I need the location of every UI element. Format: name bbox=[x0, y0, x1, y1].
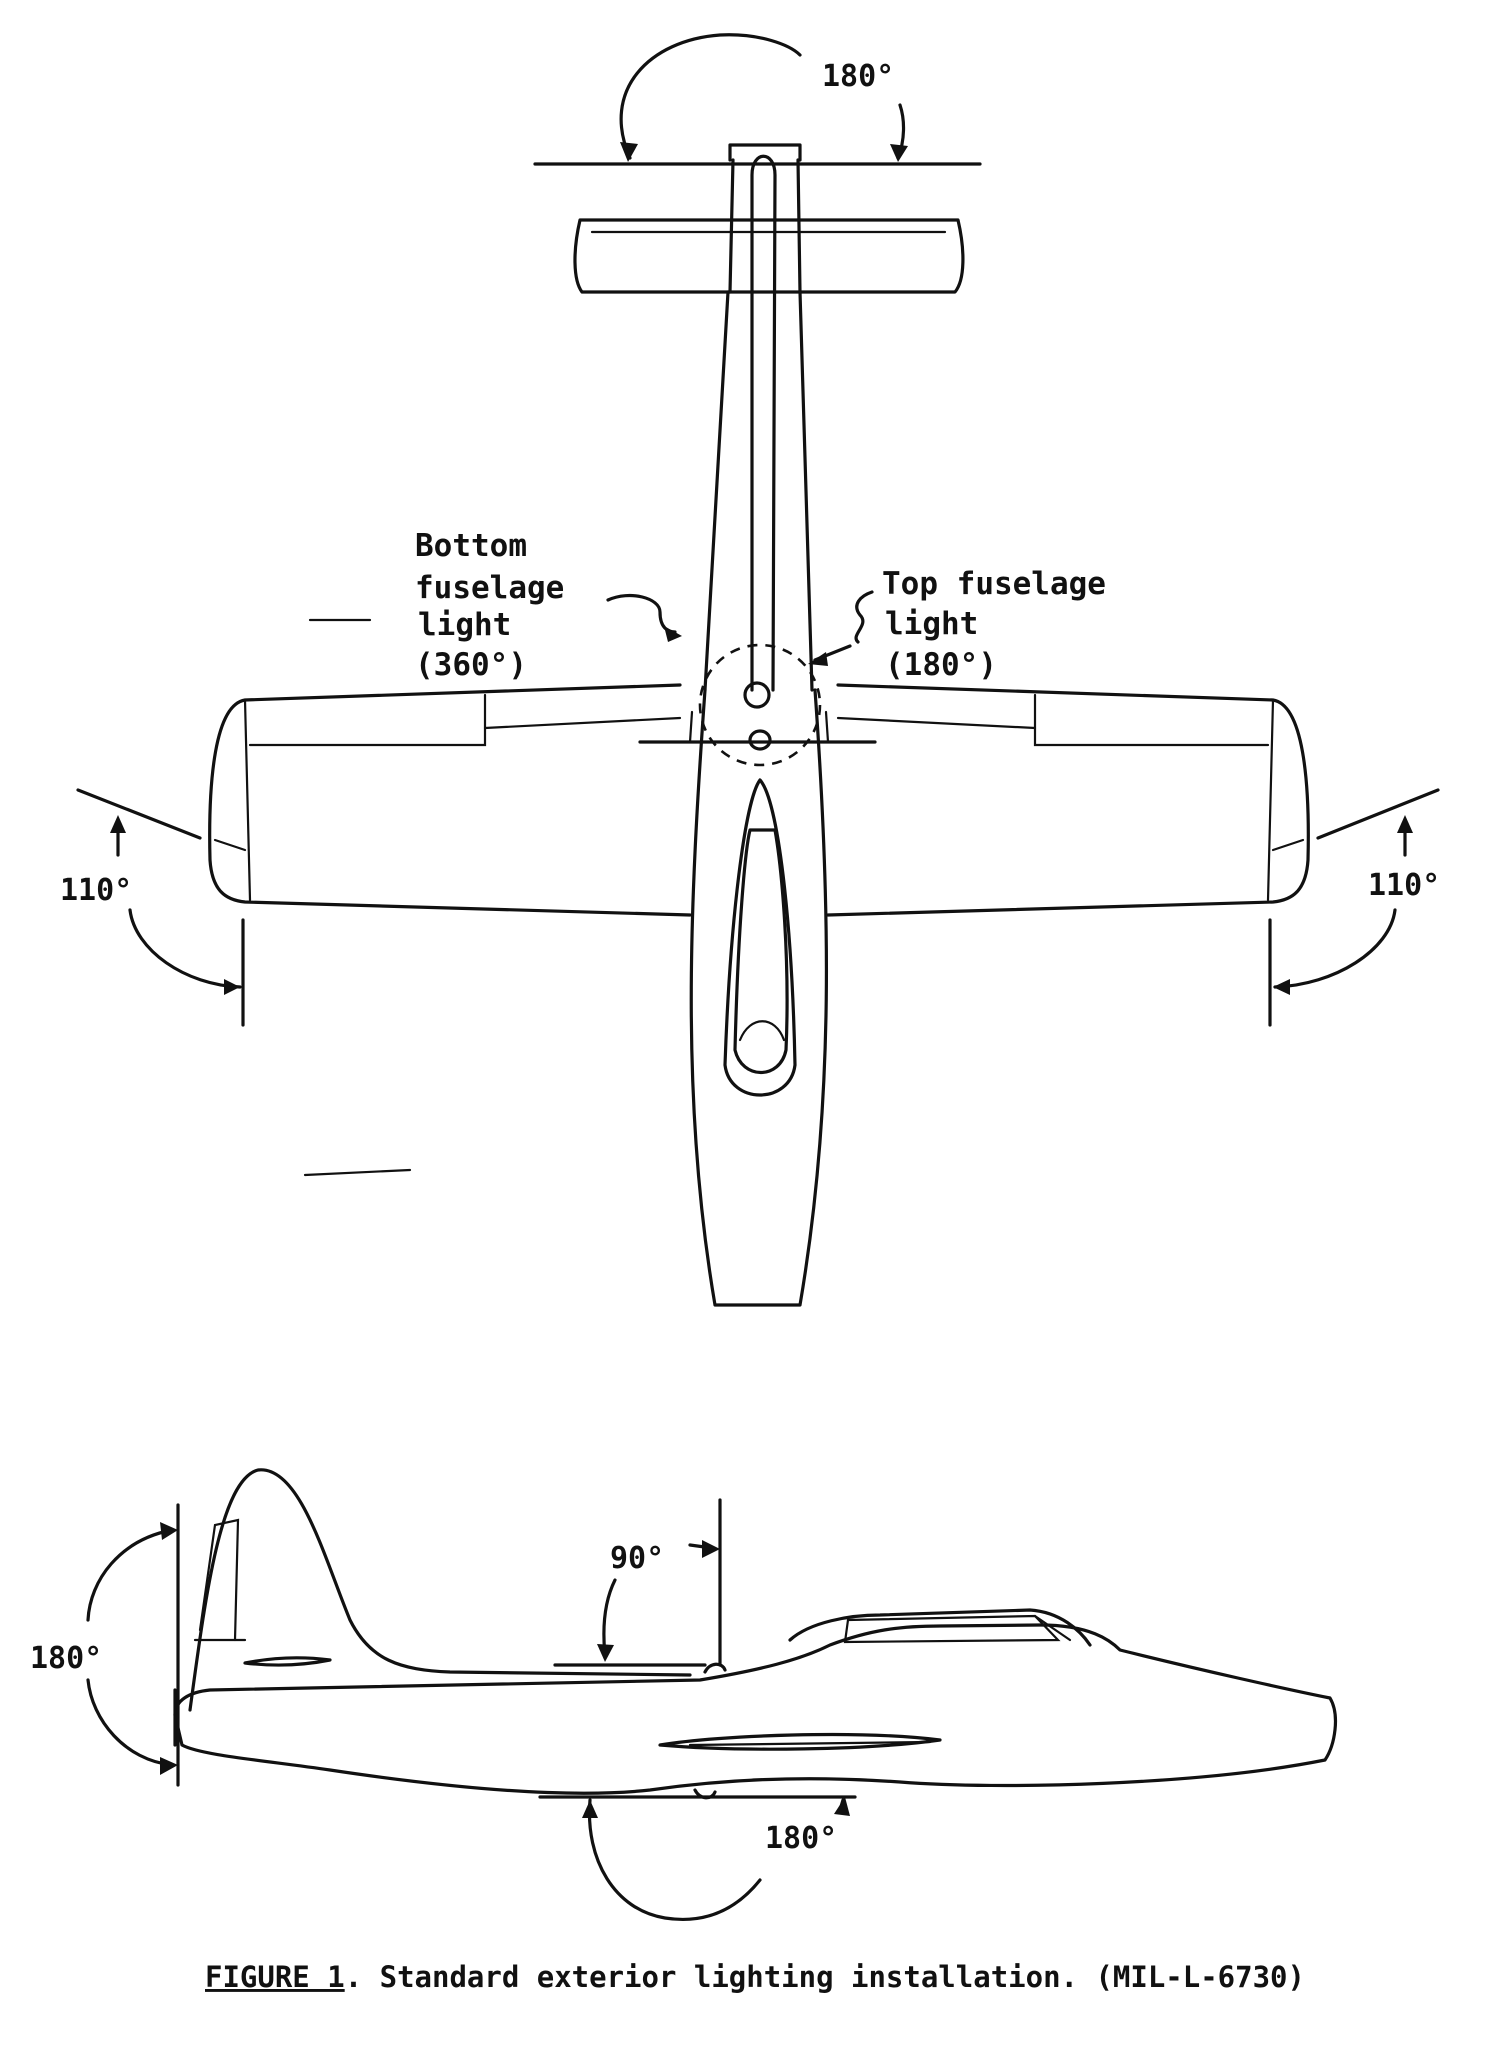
side-canopy-bow bbox=[1033, 1614, 1072, 1642]
top-light-label-3: (180°) bbox=[885, 647, 997, 683]
left-arrow-head bbox=[224, 979, 240, 995]
right-angle-arc bbox=[1273, 908, 1397, 989]
side-stabilizer bbox=[243, 1656, 332, 1667]
light-callouts bbox=[606, 590, 874, 666]
side-canopy bbox=[788, 1608, 1092, 1647]
right-flap-line bbox=[836, 716, 1037, 730]
top-light-label-2: light bbox=[885, 606, 978, 642]
canopy-frame bbox=[738, 1020, 786, 1042]
side-tail-arrow-top bbox=[160, 1522, 178, 1540]
side-tail-arrow-bottom bbox=[160, 1757, 178, 1775]
left-wingtip-edge bbox=[243, 698, 252, 902]
fin-right-edge bbox=[796, 158, 802, 294]
bottom-light-label-4: (360°) bbox=[415, 647, 527, 683]
canopy-inner bbox=[733, 828, 789, 1075]
angle-tail-top: 180° bbox=[822, 59, 894, 94]
top-fuselage-light-coverage bbox=[698, 643, 822, 767]
side-wing bbox=[658, 1732, 942, 1751]
right-angle-ray bbox=[1316, 788, 1440, 840]
angle-left-wingtip: 110° bbox=[60, 873, 132, 908]
figure-number: FIGURE 1 bbox=[205, 1960, 345, 1994]
right-wingtip-edge bbox=[1266, 698, 1275, 902]
right-aileron bbox=[1033, 693, 1270, 747]
top-light-squiggle bbox=[854, 590, 874, 644]
scan-mark-2 bbox=[303, 1168, 412, 1177]
side-view-aircraft bbox=[173, 1468, 1337, 1800]
angle-side-top: 90° bbox=[610, 1541, 664, 1576]
side-top-arc bbox=[602, 1578, 617, 1657]
tail-boom-left bbox=[703, 290, 730, 692]
caption-text: . Standard exterior lighting installatio… bbox=[345, 1960, 1305, 1994]
right-arrow-head-top bbox=[1397, 815, 1413, 833]
vertical-tail bbox=[188, 1468, 692, 1712]
angle-side-tail: 180° bbox=[30, 1641, 102, 1676]
side-bottom-arrow-left bbox=[582, 1800, 598, 1818]
bottom-light-label-1: Bottom bbox=[415, 528, 527, 564]
side-tail-arc-bottom bbox=[86, 1678, 174, 1767]
tail-boom-right bbox=[798, 290, 814, 692]
right-root-mark bbox=[824, 710, 830, 744]
rudder bbox=[198, 1518, 240, 1642]
side-bottom-arc bbox=[587, 1798, 762, 1921]
fuselage bbox=[689, 688, 829, 1307]
side-fuselage bbox=[173, 1623, 1337, 1795]
bottom-light-arrow bbox=[664, 626, 682, 642]
angle-side-bottom: 180° bbox=[765, 1821, 837, 1856]
tail-arc-left bbox=[619, 33, 802, 160]
dorsal-fin bbox=[750, 154, 777, 692]
side-tail-arc-top bbox=[86, 1528, 174, 1622]
left-angle-arc bbox=[128, 908, 242, 989]
side-wing-line bbox=[688, 1740, 932, 1747]
tail-fin-top bbox=[728, 143, 802, 162]
right-arrow-head bbox=[1273, 979, 1290, 995]
left-flap-line bbox=[483, 716, 682, 730]
side-top-arrow-down bbox=[597, 1644, 614, 1662]
left-root-mark bbox=[688, 710, 694, 744]
figure-caption: FIGURE 1. Standard exterior lighting ins… bbox=[205, 1960, 1305, 1994]
bottom-fuselage-light bbox=[748, 729, 772, 751]
top-light-label-1: Top fuselage bbox=[882, 566, 1106, 602]
bottom-light-label-2: fuselage bbox=[415, 570, 564, 606]
wingtip-angles bbox=[76, 788, 1440, 1027]
left-wing bbox=[208, 683, 692, 917]
tail-arrow-right bbox=[890, 144, 908, 162]
labels: 180° Bottom fuselage light (360°) Top fu… bbox=[30, 59, 1440, 1994]
angle-right-wingtip: 110° bbox=[1368, 868, 1440, 903]
horizontal-stabilizer bbox=[573, 218, 965, 294]
right-wing bbox=[826, 683, 1310, 917]
left-aileron bbox=[248, 693, 487, 747]
side-top-arrow-right bbox=[702, 1540, 720, 1558]
bottom-light-label-3: light bbox=[418, 607, 511, 643]
side-canopy-frame bbox=[843, 1614, 1061, 1644]
left-arrow-head-top bbox=[110, 815, 126, 833]
top-view-aircraft bbox=[208, 143, 1310, 1307]
top-fuselage-light bbox=[743, 681, 771, 709]
side-bottom-arrow-right bbox=[834, 1797, 850, 1816]
left-angle-ray bbox=[76, 788, 202, 840]
left-wingtip-light bbox=[213, 838, 247, 852]
tail-arrow-left bbox=[620, 142, 638, 162]
top-light-arrow bbox=[808, 652, 828, 666]
tail-angle bbox=[619, 33, 908, 162]
right-wingtip-light bbox=[1271, 838, 1305, 852]
side-angles bbox=[86, 1498, 857, 1921]
fin-left-edge bbox=[728, 158, 735, 294]
side-top-light bbox=[703, 1662, 727, 1674]
